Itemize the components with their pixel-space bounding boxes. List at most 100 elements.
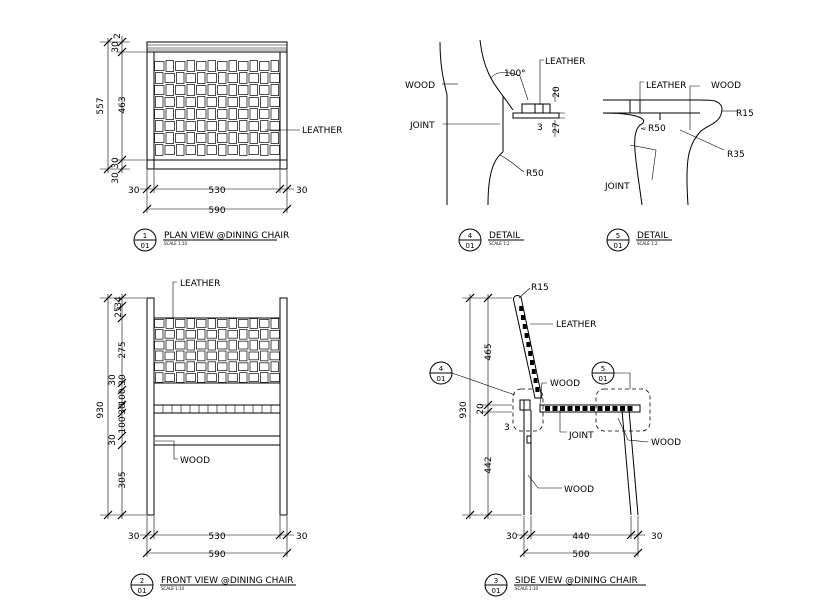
plan-weave-cell — [197, 120, 206, 132]
front-weave-cell — [248, 373, 259, 382]
front-dim-100-a: 100 — [118, 388, 128, 405]
side-back-slat — [531, 369, 536, 374]
plan-backrest-hatch — [147, 44, 287, 51]
detail5-wood-label: WOOD — [711, 81, 741, 91]
plan-weave-cell — [259, 85, 270, 95]
front-dim-left: 34 25 275 30 30 100 930 30 100 30 305 — [96, 293, 146, 520]
plan-view: LEATHER 557 30 2 463 30 30 — [96, 33, 342, 252]
side-seat-slat — [545, 406, 550, 411]
detail4-title-number: 4 — [468, 232, 473, 240]
front-weave-cell — [217, 340, 228, 350]
plan-weave-cell — [154, 133, 165, 143]
front-leaders — [155, 281, 178, 460]
front-weave-cell — [249, 361, 258, 373]
front-title-sheet: 01 — [138, 587, 147, 595]
front-weave-cell — [217, 319, 228, 328]
plan-weave-cell — [185, 73, 196, 83]
plan-weave-cell — [270, 132, 279, 144]
plan-weave-cell — [164, 121, 175, 131]
front-dim-30-right: 30 — [296, 532, 308, 542]
detail4-dim-27: 27 — [552, 122, 562, 133]
detail4-leaders — [442, 59, 565, 173]
front-weave-cell — [164, 351, 175, 361]
front-weave-cell — [197, 328, 206, 340]
front-wood-label: WOOD — [180, 456, 210, 466]
plan-leather-label: LEATHER — [302, 126, 342, 136]
front-weave-cell — [197, 350, 206, 362]
detail5-title-number: 5 — [616, 232, 620, 240]
plan-weave-cell — [206, 121, 217, 131]
plan-weave-cell — [176, 72, 185, 84]
front-weave-cell — [270, 361, 279, 373]
front-weave-cell — [154, 340, 165, 350]
plan-weave-cell — [176, 144, 185, 156]
front-weave-cell — [165, 318, 174, 329]
plan-weave-cell — [218, 72, 227, 84]
side-callout-5-sheet: 01 — [599, 375, 608, 383]
plan-weave-cell — [206, 145, 217, 155]
side-view: R15 LEATHER WOOD JOINT WOOD WOOD 4 01 5 … — [429, 283, 681, 597]
front-weave-cell — [206, 373, 217, 382]
side-dim-465: 465 — [484, 343, 494, 360]
front-weave-cell — [185, 329, 196, 339]
plan-weave-cell — [228, 132, 237, 144]
front-dim-30-b: 30 — [118, 374, 128, 386]
detail4-dim-20: 20 — [552, 86, 562, 98]
plan-weave-cell — [217, 133, 228, 143]
side-radius-r15: R15 — [531, 283, 549, 293]
plan-title-scale: SCALE 1:10 — [164, 241, 188, 246]
plan-weave-cell — [218, 144, 227, 156]
front-weave-cell — [207, 361, 216, 373]
plan-weave-cell — [197, 144, 206, 156]
plan-weave-cell — [154, 85, 165, 95]
front-weave-cell — [238, 362, 249, 372]
plan-dim-30-top: 30 — [111, 41, 121, 53]
front-weave-cell — [185, 351, 196, 361]
plan-weave-cell — [238, 133, 249, 143]
plan-weave-cell — [154, 61, 165, 71]
front-dim-30-a: 30 — [108, 374, 118, 386]
plan-dim-30-mid: 30 — [111, 157, 121, 169]
side-seat-slat — [575, 406, 580, 411]
plan-weave-cell — [239, 144, 248, 156]
front-weave-cell — [249, 339, 258, 351]
plan-weave-cell — [155, 72, 164, 84]
front-dim-590: 590 — [208, 550, 225, 560]
side-back-slat — [528, 351, 533, 356]
side-dim-20: 20 — [476, 403, 486, 415]
plan-weave-cell — [185, 121, 196, 131]
detail5-radius-r15: R15 — [736, 109, 754, 119]
side-callout-4-number: 4 — [439, 365, 444, 373]
front-title-scale: SCALE 1:10 — [161, 586, 185, 591]
front-weave-cell — [238, 319, 249, 328]
detail4-radius-r50: R50 — [526, 169, 544, 179]
side-wood-label-seat: WOOD — [550, 379, 580, 389]
plan-weave-cell — [248, 121, 259, 131]
side-title-block: 3 01 SIDE VIEW @DINING CHAIR SCALE 1:10 — [484, 573, 646, 597]
front-title: FRONT VIEW @DINING CHAIR — [161, 576, 294, 586]
plan-weave-cell — [176, 120, 185, 132]
front-weave-cell — [260, 328, 269, 340]
side-seat-slat — [582, 406, 588, 411]
side-seat-slat — [552, 406, 558, 411]
detail5-title-sheet: 01 — [614, 242, 623, 250]
plan-weave-cell — [185, 97, 196, 107]
detail5-leaders — [629, 81, 738, 181]
plan-title-sheet: 01 — [141, 242, 150, 250]
detail4-wood-label: WOOD — [405, 81, 435, 91]
side-detail-callouts — [512, 388, 651, 432]
side-callout-5: 5 01 — [591, 361, 631, 389]
detail5-joint-label: JOINT — [604, 182, 630, 192]
side-back-slat — [526, 342, 531, 347]
side-back-slat — [519, 306, 524, 311]
detail5-leather-label: LEATHER — [646, 81, 686, 91]
side-title-scale: SCALE 1:10 — [515, 586, 539, 591]
plan-dim-bottom: 30 530 30 590 — [128, 170, 308, 216]
detail5-radius-r50: R50 — [648, 124, 666, 134]
front-weave-cell — [269, 373, 280, 382]
side-back-slat — [533, 378, 538, 383]
side-dim-3: 3 — [504, 423, 510, 433]
front-weave-cell — [217, 362, 228, 372]
side-seat-slat — [597, 406, 603, 411]
plan-weave-cell — [249, 108, 258, 120]
